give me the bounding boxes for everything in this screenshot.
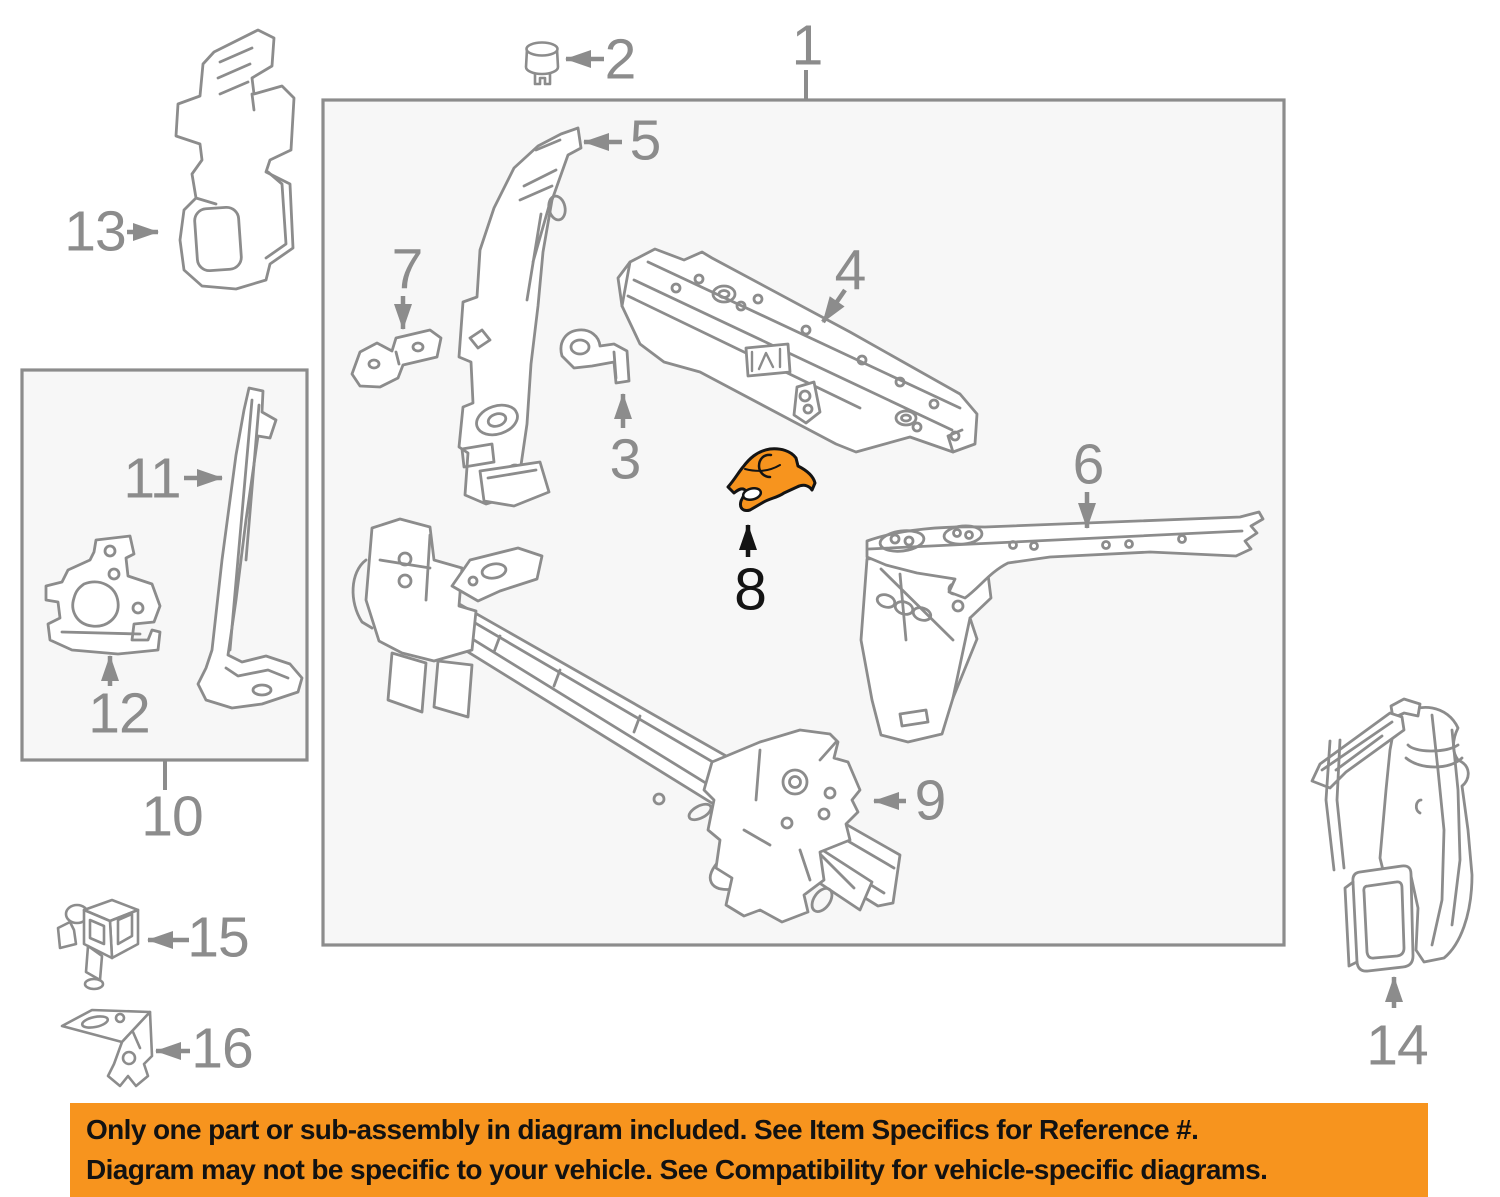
callout-10: 10 xyxy=(141,784,203,849)
disclaimer-line-2: Diagram may not be specific to your vehi… xyxy=(86,1154,1268,1185)
callout-4: 4 xyxy=(834,238,867,303)
part-15-sensor-drawing xyxy=(56,898,140,991)
arrow-4 xyxy=(821,288,847,324)
callout-6: 6 xyxy=(1072,432,1105,497)
part-5-pillar-drawing xyxy=(457,126,583,508)
callout-11: 11 xyxy=(123,446,181,511)
part-9-bracket-drawing xyxy=(702,728,862,924)
callout-12: 12 xyxy=(88,681,150,746)
callout-7: 7 xyxy=(391,237,424,302)
part-14-pillar-drawing xyxy=(1310,697,1474,973)
part-4-upper-support-drawing xyxy=(616,247,979,454)
callout-14: 14 xyxy=(1366,1013,1428,1078)
part-16-bracket-drawing xyxy=(60,1008,154,1088)
part-12-bracket-drawing xyxy=(44,534,162,656)
callout-2: 2 xyxy=(604,27,637,92)
part-13-panel-drawing xyxy=(174,28,296,291)
part-3-bracket-drawing xyxy=(559,328,631,385)
callout-15: 15 xyxy=(187,905,249,970)
disclaimer-line-1: Only one part or sub-assembly in diagram… xyxy=(86,1114,1199,1145)
part-2-clip-drawing xyxy=(524,41,560,86)
part-6-side-rail-drawing xyxy=(859,510,1265,744)
callout-arrows xyxy=(101,50,1403,1060)
callout-8-highlighted: 8 xyxy=(734,556,767,623)
part-11-pillar-drawing xyxy=(196,386,304,710)
part-8-highlighted-bracket-drawing xyxy=(726,447,817,512)
callout-13: 13 xyxy=(64,199,126,264)
callout-1: 1 xyxy=(791,13,824,78)
callout-3: 3 xyxy=(609,427,642,492)
disclaimer-banner: Only one part or sub-assembly in diagram… xyxy=(70,1103,1428,1197)
callout-5: 5 xyxy=(629,108,662,173)
part-7-bracket-drawing xyxy=(350,328,443,389)
callout-16: 16 xyxy=(191,1016,253,1081)
callout-9: 9 xyxy=(914,768,947,833)
